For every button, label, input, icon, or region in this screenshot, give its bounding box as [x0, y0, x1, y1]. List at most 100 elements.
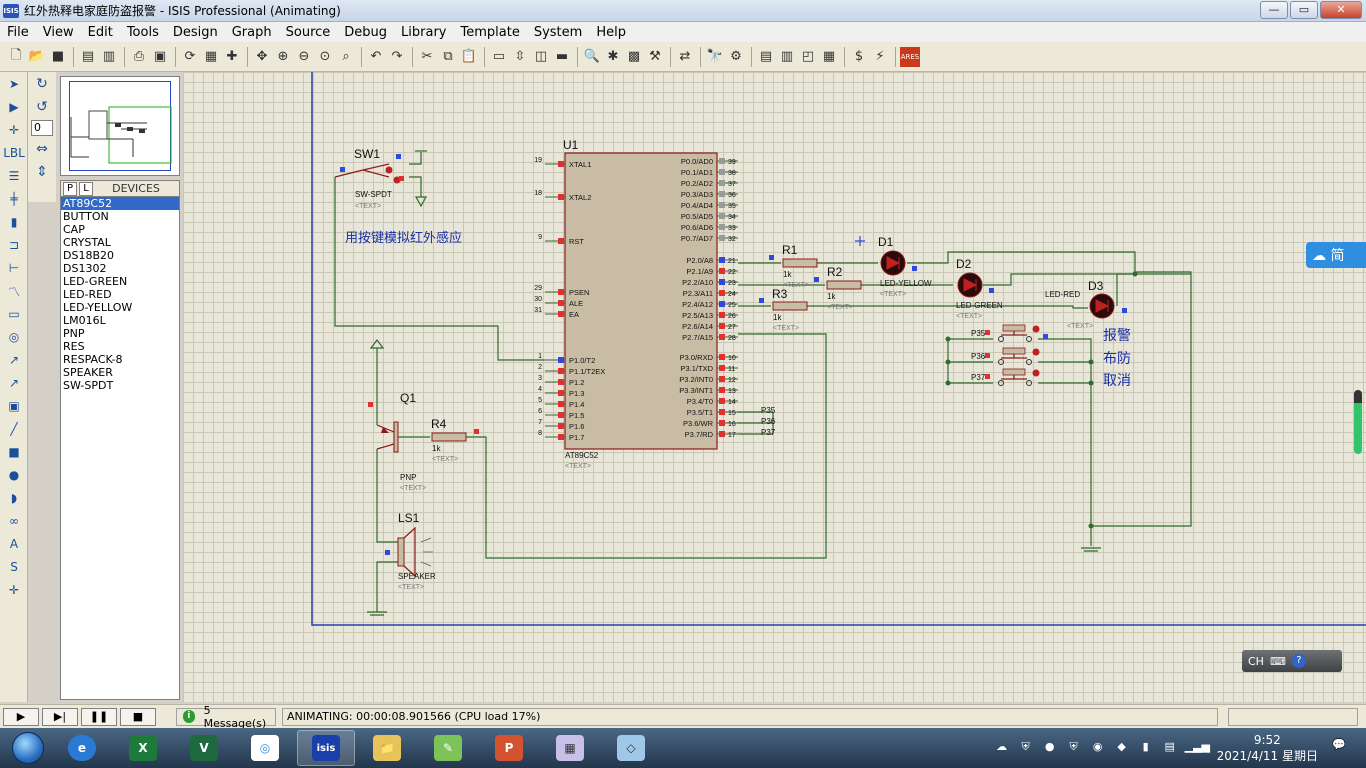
print-area-icon[interactable]: ▣: [153, 49, 167, 64]
r1-resistor[interactable]: R1 1k <TEXT>: [769, 243, 818, 289]
clock[interactable]: 9:52 2021/4/11 星期日: [1217, 732, 1318, 764]
sw1-switch[interactable]: SW1 SW-SPDT <TEXT>: [334, 147, 404, 210]
close-button[interactable]: ✕: [1320, 1, 1362, 19]
menu-view[interactable]: View: [42, 24, 74, 40]
search-tag-icon[interactable]: 🔭: [706, 49, 724, 64]
device-item-led-yellow[interactable]: LED-YELLOW: [63, 301, 133, 314]
mirror-horizontal-icon[interactable]: ⇔: [36, 141, 48, 157]
paste-icon[interactable]: 📋: [460, 49, 478, 64]
menu-graph[interactable]: Graph: [231, 24, 272, 40]
voltage-probe-icon[interactable]: ↗: [8, 353, 20, 367]
device-item-speaker[interactable]: SPEAKER: [63, 366, 113, 379]
device-item-res[interactable]: RES: [63, 340, 85, 353]
d3-led[interactable]: D3 LED-RED <TEXT>: [1045, 279, 1127, 330]
remove-sheet-icon[interactable]: ▥: [780, 49, 794, 64]
wire-autoroute-icon[interactable]: ⇄: [679, 49, 691, 64]
exit-parent-icon[interactable]: ◰: [801, 49, 815, 64]
junction-dot-icon[interactable]: ✛: [8, 123, 20, 137]
cloud-widget[interactable]: ☁ 简: [1306, 242, 1366, 268]
stop-button[interactable]: ■: [120, 707, 156, 726]
device-item-led-green[interactable]: LED-GREEN: [63, 275, 128, 288]
redraw-icon[interactable]: ⟳: [184, 49, 196, 64]
taskbar-keil[interactable]: V: [175, 730, 233, 766]
device-item-at89c52[interactable]: AT89C52: [61, 197, 179, 210]
taskbar-notepad[interactable]: ✎: [419, 730, 477, 766]
device-item-sw-spdt[interactable]: SW-SPDT: [63, 379, 114, 392]
tray-security-icon[interactable]: ⛨: [1069, 740, 1078, 753]
help-icon[interactable]: ?: [1291, 654, 1306, 668]
device-item-crystal[interactable]: CRYSTAL: [63, 236, 111, 249]
box-icon[interactable]: ■: [8, 445, 20, 459]
electrical-check-icon[interactable]: ⚡: [875, 49, 885, 64]
menu-library[interactable]: Library: [401, 24, 447, 40]
menu-system[interactable]: System: [533, 24, 583, 40]
taskbar-explorer[interactable]: 📁: [358, 730, 416, 766]
maximize-button[interactable]: ▭: [1290, 1, 1318, 19]
zoom-area-icon[interactable]: ⌕: [342, 49, 350, 64]
bill-of-materials-icon[interactable]: $: [854, 49, 864, 64]
packaging-icon[interactable]: ▩: [627, 49, 641, 64]
taskbar-misc[interactable]: ◇: [602, 730, 660, 766]
make-device-icon[interactable]: ✱: [607, 49, 619, 64]
library-manager-button[interactable]: L: [79, 181, 93, 196]
subcircuit-icon[interactable]: ▮: [10, 215, 18, 229]
ime-language[interactable]: CH: [1248, 654, 1264, 668]
current-probe-icon[interactable]: ↗: [8, 376, 20, 390]
block-rotate-icon[interactable]: ◫: [534, 49, 548, 64]
zoom-all-icon[interactable]: ⊙: [319, 49, 331, 64]
taskbar-excel[interactable]: X: [114, 730, 172, 766]
notification-icon[interactable]: 💬: [1332, 738, 1346, 751]
step-button[interactable]: ▶|: [42, 707, 78, 726]
undo-icon[interactable]: ↶: [370, 49, 382, 64]
ime-bar[interactable]: CH ⌨ ?: [1242, 650, 1342, 672]
new-sheet-icon[interactable]: ▤: [759, 49, 773, 64]
rotation-angle-field[interactable]: 0: [31, 120, 53, 136]
zoom-in-icon[interactable]: ⊕: [277, 49, 289, 64]
tray-network-icon[interactable]: ◉: [1092, 740, 1103, 753]
open-folder-icon[interactable]: 📂: [28, 49, 46, 64]
selection-mode-icon[interactable]: ➤: [8, 77, 20, 91]
rotate-clockwise-icon[interactable]: ↻: [36, 76, 48, 92]
marker-icon[interactable]: ✛: [8, 583, 20, 597]
taskbar-cloud[interactable]: ◎: [236, 730, 294, 766]
taskbar-powerpoint[interactable]: P: [480, 730, 538, 766]
component-mode-icon[interactable]: ▶: [9, 100, 19, 114]
d1-led[interactable]: D1 LED-YELLOW <TEXT>: [878, 235, 932, 298]
taskbar-isis[interactable]: isis: [297, 730, 355, 766]
copy-icon[interactable]: ⧉: [443, 49, 453, 64]
pan-icon[interactable]: ✥: [256, 49, 268, 64]
block-delete-icon[interactable]: ▬: [555, 49, 569, 64]
ares-icon[interactable]: ARES: [900, 46, 920, 67]
push-button-alarm[interactable]: P35: [971, 324, 1048, 342]
property-tool-icon[interactable]: ⚙: [730, 49, 742, 64]
tray-cloud-icon[interactable]: ☁: [996, 740, 1008, 753]
start-button[interactable]: [6, 728, 50, 768]
taskbar-ares[interactable]: ▦: [541, 730, 599, 766]
q1-transistor[interactable]: Q1 PNP <TEXT>: [368, 391, 426, 492]
zoom-out-icon[interactable]: ⊖: [298, 49, 310, 64]
